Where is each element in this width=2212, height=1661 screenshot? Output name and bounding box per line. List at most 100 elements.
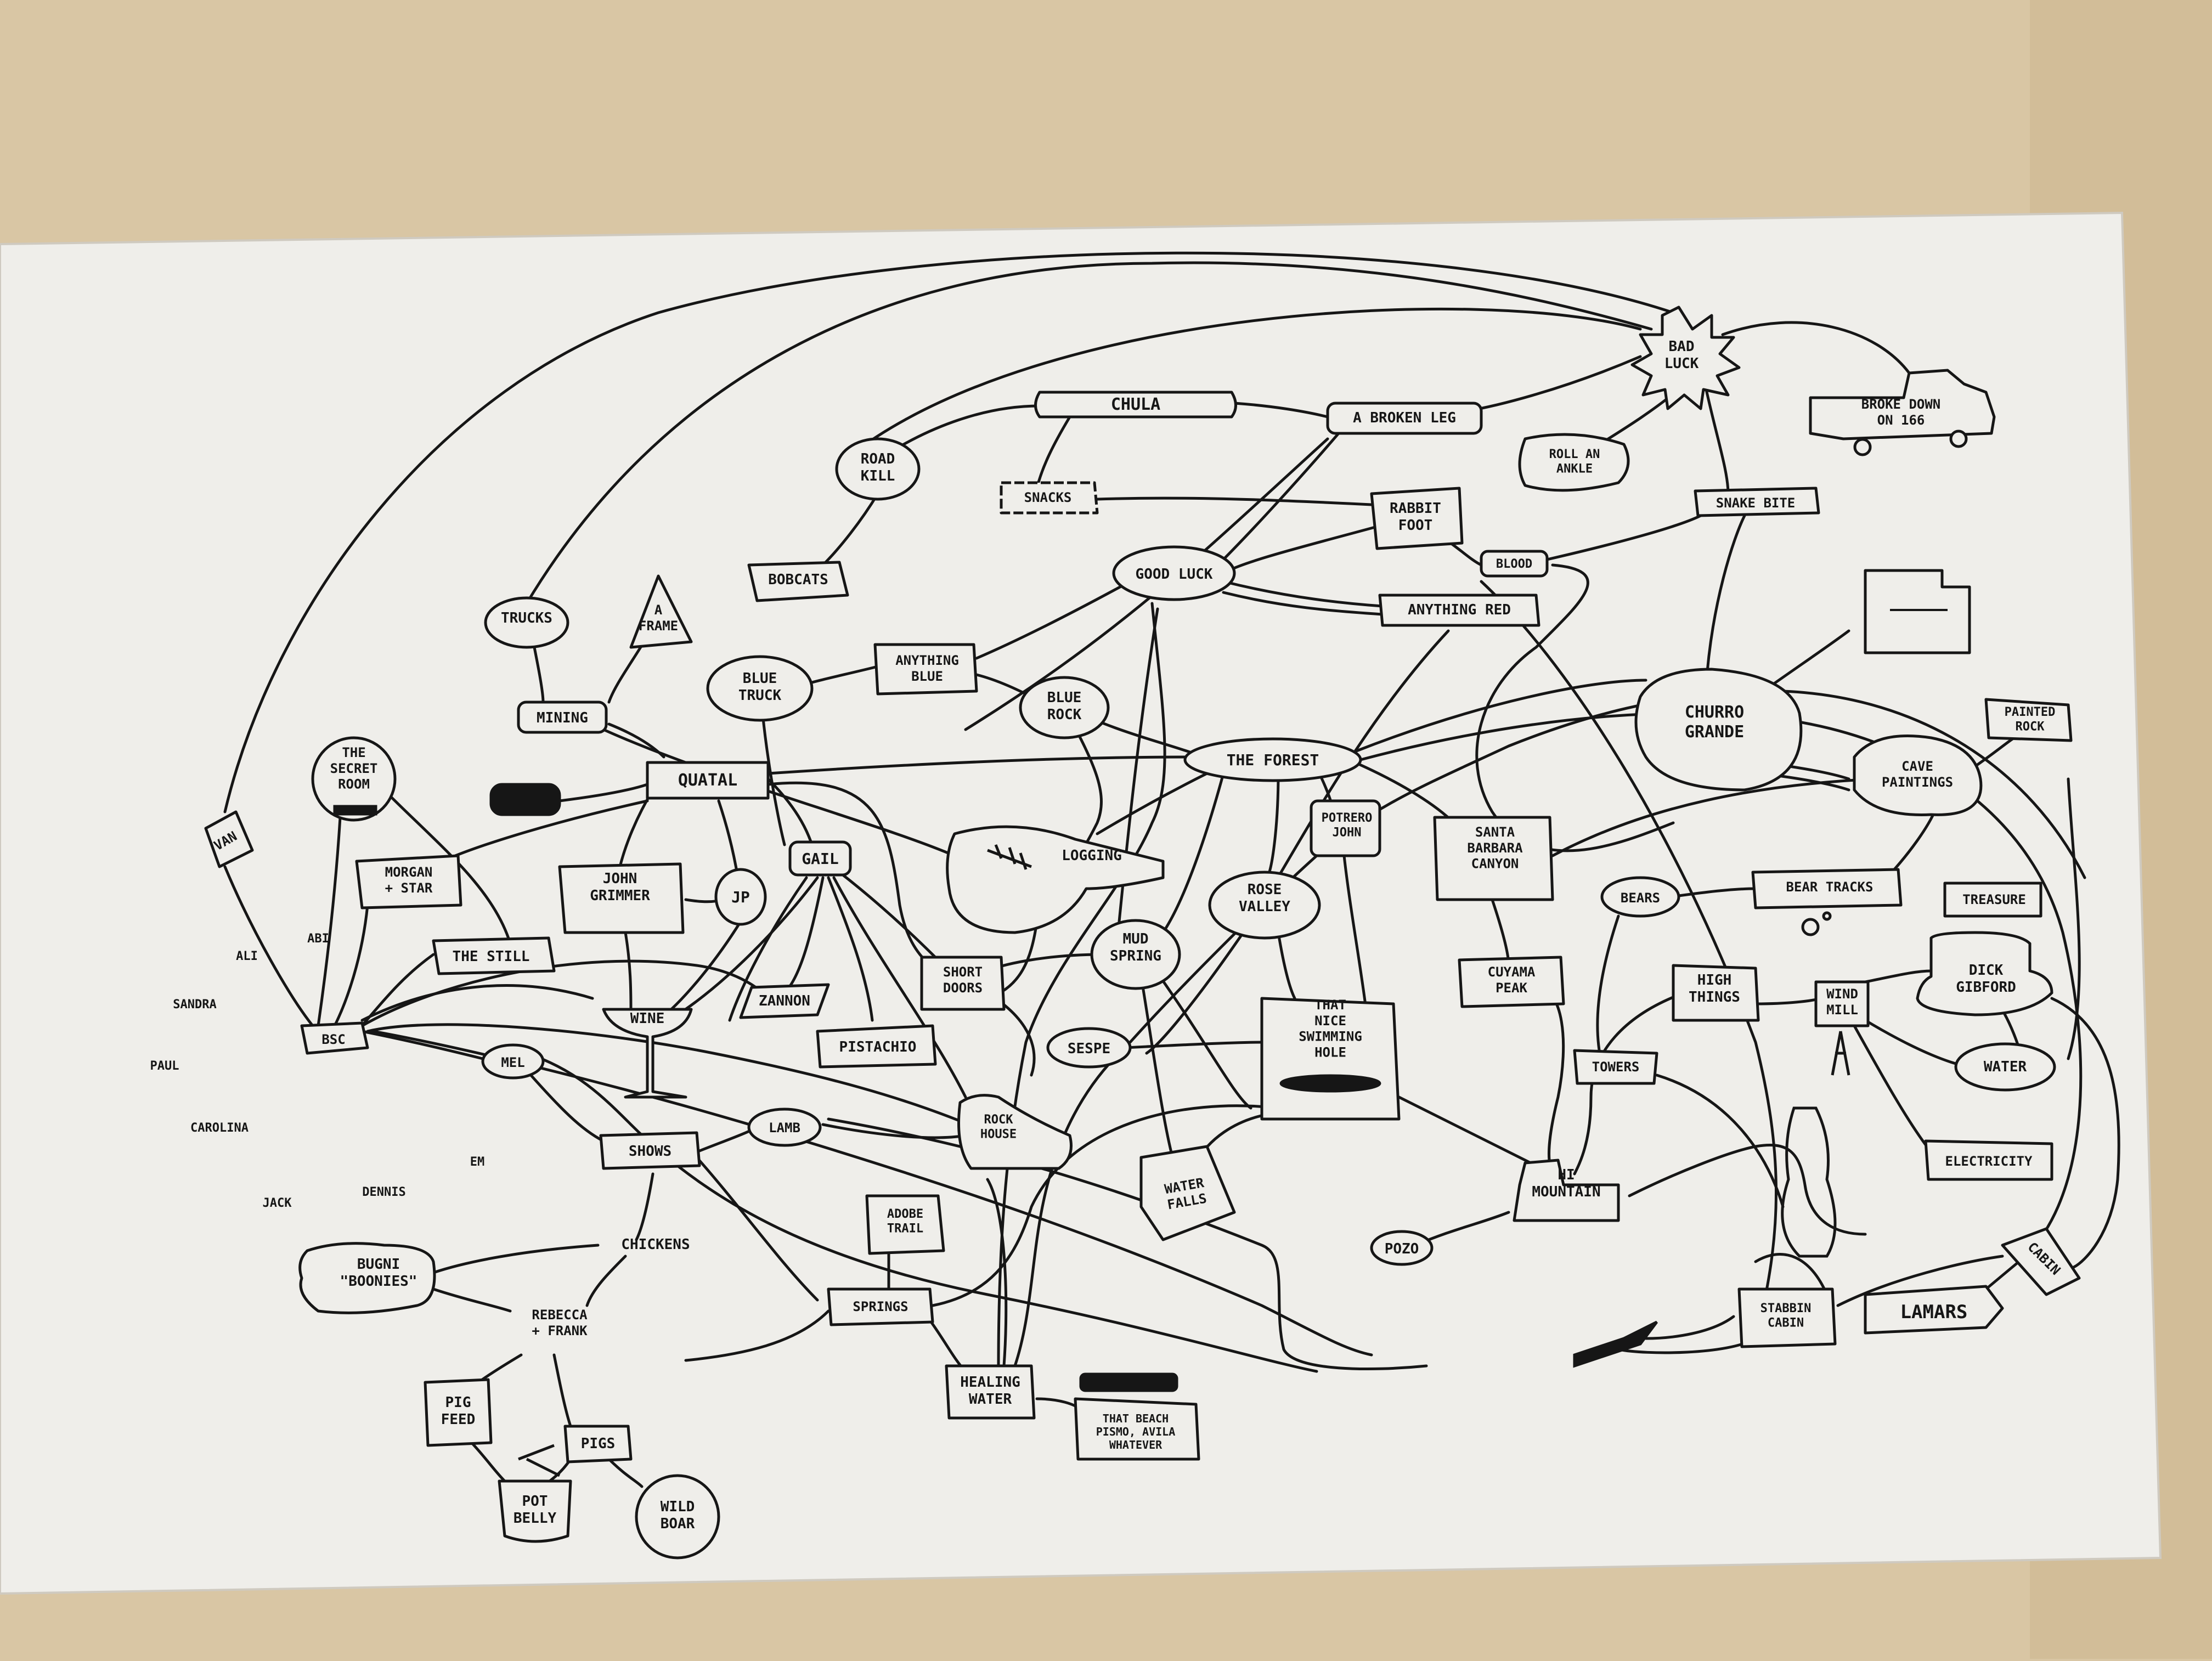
label-snake-bite: SNAKE BITE (1716, 495, 1796, 511)
label-ali: ALI (236, 950, 258, 963)
morgan-star-box (355, 854, 462, 909)
edge-bsc-lamb (371, 1030, 1373, 1357)
edge-mel-shows (520, 1063, 605, 1143)
label-rabbit-foot-line: FOOT (1398, 517, 1433, 534)
bad-luck-starburst (1630, 306, 1741, 410)
label-pozo: POZO (1385, 1241, 1419, 1257)
logging-blob (946, 825, 1165, 934)
edge-dick-right-sweep (2050, 997, 2120, 1269)
label-lamars: LAMARS (1900, 1301, 1968, 1323)
edge-high-things-hi-mountain (1573, 991, 1686, 1176)
label-broke-down-line: ON 166 (1877, 413, 1925, 428)
edge-bsc-mel (360, 1030, 484, 1060)
edge-good-luck-anything-red-2 (1222, 591, 1384, 616)
edge-water-painted-rock (2067, 777, 2081, 1060)
edge-road-kill-bobcats (821, 492, 879, 567)
label-good-luck: GOOD LUCK (1136, 566, 1213, 583)
node-shapes (204, 306, 2081, 1560)
edge-forest-mud-spring (1161, 772, 1225, 934)
road-kill-ellipse (835, 437, 921, 501)
windmill-tower-icon (1831, 1031, 1850, 1076)
pot-belly-pot (498, 1479, 572, 1543)
label-that-nice-swimming-hole-line: SWIMMING (1299, 1029, 1362, 1044)
mud-spring-ellipse (1090, 919, 1181, 990)
edge-bears-towers (1596, 914, 1620, 1066)
label-the-secret-room-line: THE (342, 745, 365, 760)
label-bad-luck-line: LUCK (1664, 355, 1699, 372)
edge-snacks-rabbit-foot (1096, 496, 1373, 506)
the-forest-ellipse (1183, 737, 1362, 782)
edge-forest-churro (1353, 679, 1647, 753)
edge-shows-lamb (695, 1128, 753, 1154)
pigs-box (563, 1425, 633, 1464)
edge-john-wine (624, 931, 633, 1011)
roll-ankle-blob (1518, 433, 1630, 492)
label-the-secret-room-line: ROOM (338, 777, 370, 792)
shows-box (599, 1131, 701, 1170)
edge-healing-water-falls (1013, 1052, 1121, 1368)
edge-broken-leg-good-luck (1216, 432, 1340, 567)
label-the-secret-room-line: SECRET (330, 761, 378, 776)
a-frame-triangle (629, 574, 693, 649)
paper-edge (0, 211, 2162, 1595)
edge-chula-broken-leg (1233, 402, 1329, 419)
edge-morgan-bsc (333, 903, 369, 1027)
trucks-ellipse (484, 596, 569, 649)
edge-churro-snake-bite (1705, 514, 1746, 687)
label-wind-mill-line: WIND (1826, 986, 1858, 1002)
label-bugni-boonies-line: BUGNI (357, 1256, 400, 1273)
label-broke-down-line: BROKE DOWN (1861, 397, 1941, 412)
edge-secret-room-bsc (317, 816, 342, 1027)
label-cave-paintings-line: CAVE (1901, 759, 1933, 774)
edge-wind-mill-electricity (1853, 1024, 1933, 1154)
label-adobe-trail-line: ADOBE (887, 1207, 923, 1221)
label-sandra: SANDRA (173, 998, 216, 1012)
edge-gail-rock-house (832, 876, 967, 1099)
label-rock-house-line: HOUSE (980, 1127, 1017, 1141)
broke-down-van (1809, 369, 1996, 440)
label-santa-barbara-canyon-line: SANTA (1475, 824, 1515, 840)
label-rebecca-frank-line: + FRANK (532, 1323, 588, 1338)
label-wild-boar-line: BOAR (661, 1516, 695, 1532)
label-water: WATER (1984, 1059, 2027, 1075)
mel-ellipse (481, 1043, 545, 1080)
label-dick-gibford-line: DICK (1969, 962, 2004, 979)
water-falls-diamond (1139, 1145, 1236, 1241)
towers-box (1573, 1049, 1658, 1085)
broken-leg-box (1326, 402, 1483, 435)
edge-good-luck-anything-red (1222, 580, 1384, 608)
label-bugni-boonies: BUGNI"BOONIES" (340, 1256, 417, 1290)
edge-mud-spring-water-falls (1139, 975, 1176, 1165)
edge-stabbin-knife (1644, 1315, 1735, 1340)
label-hi-mountain-line: MOUNTAIN (1532, 1184, 1600, 1200)
label-snacks: SNACKS (1024, 490, 1072, 505)
snacks-wavy (1000, 481, 1099, 515)
edge-stabbin-cabin (1836, 1255, 2004, 1307)
label-high-things-line: HIGH (1697, 972, 1732, 988)
label-rose-valley-line: ROSE (1248, 882, 1282, 898)
label-bear-tracks: BEAR TRACKS (1786, 879, 1874, 895)
label-em: EM (470, 1155, 485, 1169)
label-morgan-star: MORGAN+ STAR (385, 865, 433, 896)
van-label-box (204, 810, 254, 868)
that-beach-box (1074, 1397, 1200, 1461)
edge-bad-luck-broke-down (1721, 321, 1911, 375)
label-pistachio: PISTACHIO (839, 1039, 917, 1055)
edge-towers-sweep (1655, 1074, 1785, 1208)
edge-mel-long (525, 1052, 1318, 1373)
snake-bite-box (1694, 487, 1820, 517)
label-potrero-john-line: JOHN (1333, 826, 1362, 839)
blood-box (1480, 550, 1549, 578)
label-potrero-john-line: POTRERO (1322, 811, 1373, 825)
